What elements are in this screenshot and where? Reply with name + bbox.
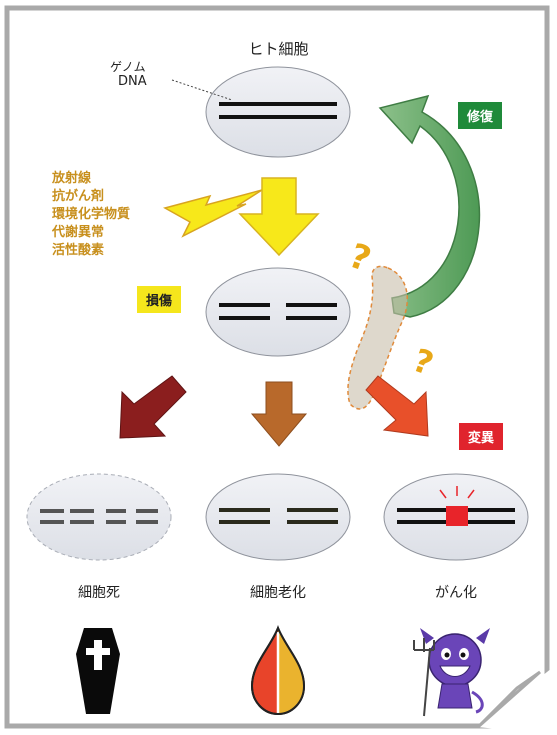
dna-sen-left-bottom xyxy=(219,520,270,524)
dna-break-left-top xyxy=(219,303,270,307)
page-curl xyxy=(476,670,541,729)
cause-anticancer-drug: 抗がん剤 xyxy=(52,189,105,204)
page-curl-mask xyxy=(478,668,552,735)
dna-sen-left-top xyxy=(219,508,270,512)
dna-frag-2b xyxy=(70,520,94,524)
devil-icon xyxy=(413,628,490,717)
arrow-cancer xyxy=(365,375,429,437)
dna-sen-right-top xyxy=(287,508,338,512)
repair-arrow xyxy=(378,94,481,318)
uncertain-pathway xyxy=(347,265,409,410)
cell-senescence xyxy=(205,473,351,561)
damage-causes-list: 放射線 抗がん剤 環境化学物質 代謝異常 活性酸素 xyxy=(52,170,130,260)
genome-label: ゲノム xyxy=(110,60,146,74)
mutation-ray-1 xyxy=(439,489,447,499)
dna-label: DNA xyxy=(118,74,147,89)
outcome-cell-death: 細胞死 xyxy=(78,585,120,601)
dna-break-right-bottom xyxy=(286,316,337,320)
mutation-ray-3 xyxy=(467,489,475,499)
arrow-cell-death xyxy=(119,375,187,439)
dna-strand-bottom xyxy=(219,115,337,119)
dna-frag-4a xyxy=(136,509,158,513)
arrow-senescence xyxy=(250,381,308,447)
cause-radiation: 放射線 xyxy=(52,171,92,186)
dna-frag-2a xyxy=(70,509,94,513)
dna-break-right-top xyxy=(286,303,337,307)
mutation-site xyxy=(446,506,468,526)
damage-arrow xyxy=(238,177,320,257)
hazard-bolt-icon xyxy=(163,189,263,238)
outcome-cancer: がん化 xyxy=(435,585,477,601)
dna-frag-4b xyxy=(136,520,158,524)
dna-frag-3a xyxy=(106,509,126,513)
coffin-cross-horizontal xyxy=(86,648,110,655)
dna-break-left-bottom xyxy=(219,316,270,320)
drop-icon-right-half xyxy=(278,628,304,714)
cell-death xyxy=(26,473,172,561)
cause-reactive-oxygen: 活性酸素 xyxy=(52,243,105,258)
damage-badge: 損傷 xyxy=(137,286,182,313)
dna-pointer-line xyxy=(171,79,233,101)
dna-frag-3b xyxy=(106,520,126,524)
dna-strand-top xyxy=(219,102,337,106)
cause-environmental-chemicals: 環境化学物質 xyxy=(52,207,131,222)
cell-damaged xyxy=(205,267,351,357)
outcome-senescence: 細胞老化 xyxy=(250,585,306,601)
cell-normal xyxy=(205,66,351,158)
repair-badge: 修復 xyxy=(458,102,503,129)
cause-metabolic-disorder: 代謝異常 xyxy=(52,225,105,240)
mutation-badge: 変異 xyxy=(459,423,504,450)
dna-frag-1a xyxy=(40,509,64,513)
dna-sen-right-bottom xyxy=(287,520,338,524)
diagram-title: ヒト細胞 xyxy=(248,40,309,58)
dna-frag-1b xyxy=(40,520,64,524)
